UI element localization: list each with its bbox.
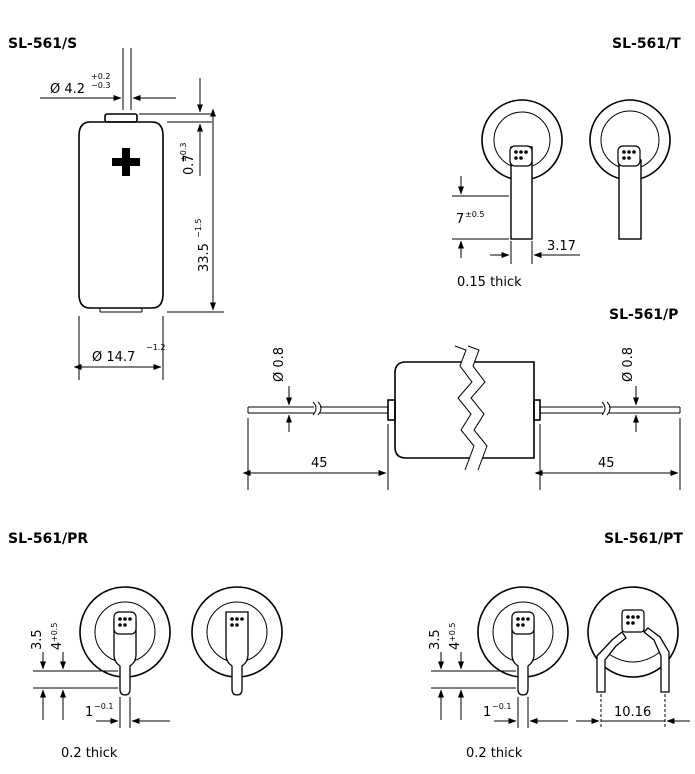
dim-top-diameter-tol-plus: +0.2 [91, 72, 110, 81]
dim-tab-width: 3.17 [547, 239, 576, 254]
cell-t-back [589, 99, 671, 240]
dim-wire-diameter-left: Ø 0.8 [272, 347, 287, 382]
plus-terminal-icon [112, 148, 140, 176]
dim-height-b-pt-tol: +0.5 [448, 623, 457, 642]
dim-cap-height: 0.7 [182, 154, 197, 175]
dim-tab-length: 7 [456, 212, 464, 227]
cell-pt-front [477, 586, 569, 696]
dim-top-diameter: Ø 4.2 [50, 82, 85, 97]
note-thickness-pt: 0.2 thick [466, 746, 523, 761]
dim-total-height-tol: −1.5 [194, 219, 203, 238]
section-sl-561-t: SL-561/T 7 ±0.5 3.17 0.15 thic [452, 36, 681, 290]
dim-pin-pt: 1 [483, 705, 491, 720]
cell-pr-back [191, 586, 283, 696]
dim-height-b-pt: 4 [448, 642, 463, 650]
section-sl-561-p: SL-561/P Ø 0.8 [242, 307, 681, 490]
lead-wires [247, 401, 681, 416]
dim-lead-length-right: 45 [598, 456, 615, 471]
dim-pin-pt-tol: −0.1 [492, 702, 511, 711]
title-sl-561-p: SL-561/P [609, 307, 678, 323]
cell-t-front [481, 99, 563, 240]
cell-pr-front [79, 586, 171, 696]
dim-cap-height-tol: ±0.3 [179, 143, 188, 162]
dim-wire-diameter-right: Ø 0.8 [621, 347, 636, 382]
dim-total-height: 33.5 [197, 243, 212, 272]
dim-pin-pr-tol: −0.1 [94, 702, 113, 711]
dim-top-diameter-tol-minus: −0.3 [91, 81, 110, 90]
dim-height-b-pr-tol: +0.5 [50, 623, 59, 642]
section-sl-561-pt: SL-561/PT 3.5 4 +0.5 [428, 531, 690, 761]
section-sl-561-s: SL-561/S Ø 4.2 +0.2 −0.3 0.7 ±0.3 33.5 −… [8, 36, 224, 380]
battery-body-s [78, 113, 164, 313]
title-sl-561-pt: SL-561/PT [604, 531, 683, 547]
dim-tab-length-tol: ±0.5 [465, 210, 484, 219]
note-thickness-t: 0.15 thick [457, 275, 522, 290]
dim-body-diameter: Ø 14.7 [92, 350, 135, 365]
dim-height-a-pr: 3.5 [30, 629, 45, 650]
dim-height-b-pr: 4 [50, 642, 65, 650]
dim-pin-spacing-pt: 10.16 [614, 705, 651, 720]
title-sl-561-pr: SL-561/PR [8, 531, 88, 547]
dim-body-diameter-tol: −1.2 [146, 343, 165, 352]
title-sl-561-s: SL-561/S [8, 36, 77, 52]
cell-pt-back [587, 586, 679, 693]
dim-height-a-pt: 3.5 [428, 629, 443, 650]
dim-lead-length-left: 45 [311, 456, 328, 471]
note-thickness-pr: 0.2 thick [61, 746, 118, 761]
section-sl-561-pr: SL-561/PR 3.5 4 +0.5 1 −0.1 0 [8, 531, 283, 761]
dim-pin-pr: 1 [85, 705, 93, 720]
title-sl-561-t: SL-561/T [612, 36, 681, 52]
cylinder-body-p [387, 345, 541, 471]
